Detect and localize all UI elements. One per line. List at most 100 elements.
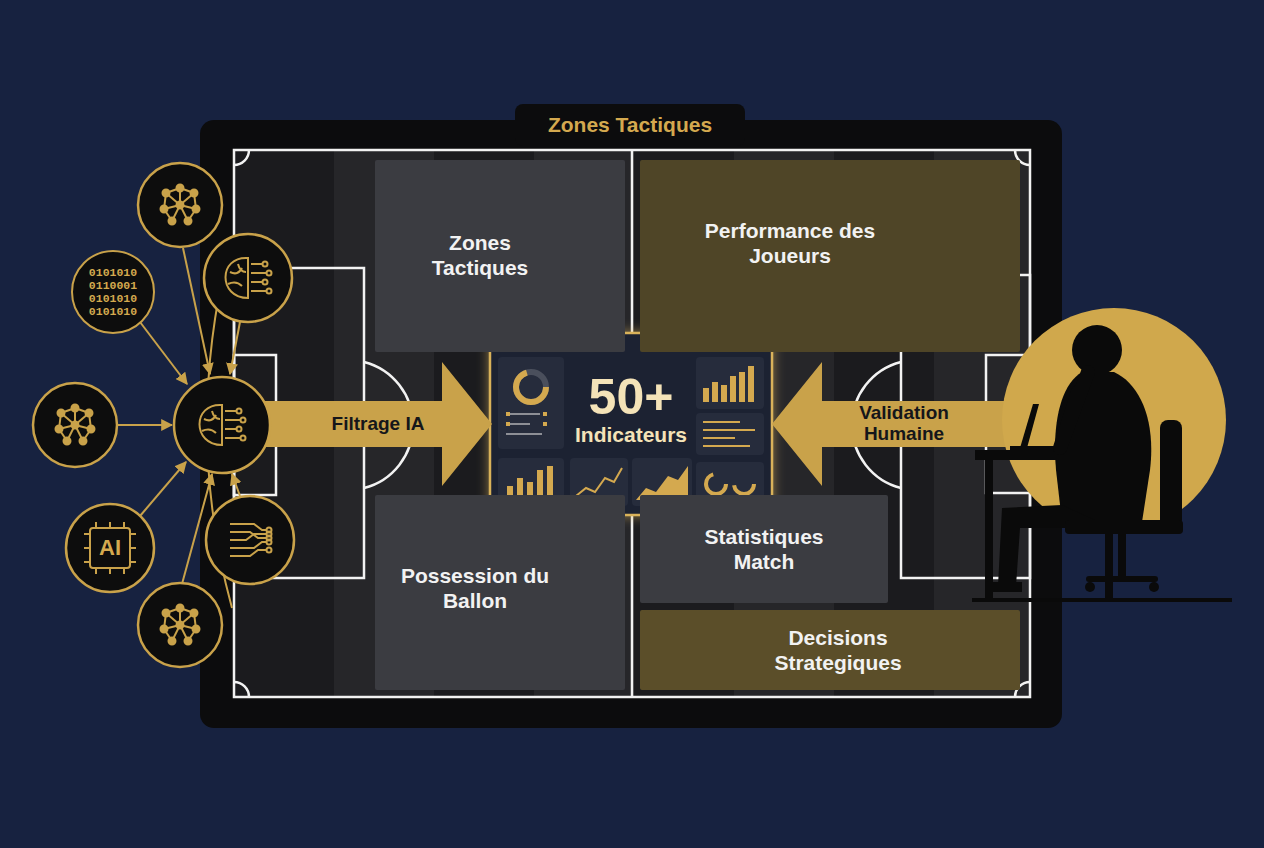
chip-pin bbox=[84, 547, 90, 549]
layout-shape bbox=[234, 150, 249, 165]
chip-pin bbox=[84, 533, 90, 535]
circuit-pad bbox=[241, 418, 246, 423]
ai-icons bbox=[56, 185, 272, 645]
layout-shape bbox=[140, 322, 187, 384]
network-dot bbox=[191, 190, 198, 197]
layout-shape bbox=[985, 460, 993, 600]
layout-shape bbox=[234, 682, 249, 697]
network-dot bbox=[163, 190, 170, 197]
layout-shape bbox=[696, 357, 764, 409]
network-dot bbox=[193, 626, 200, 633]
pitch-stripes bbox=[234, 150, 1030, 697]
node-label: 0101010 0110001 0101010 0101010 bbox=[82, 266, 144, 319]
circuit-pad bbox=[263, 262, 268, 267]
layout-shape bbox=[506, 412, 547, 426]
circuit-trace bbox=[225, 428, 236, 430]
zone-box: Decisions Strategiques bbox=[640, 610, 1020, 690]
layout-shape bbox=[33, 383, 117, 467]
circuit-trace bbox=[230, 534, 266, 540]
chip-pin bbox=[109, 522, 111, 528]
layout-shape bbox=[721, 385, 727, 402]
layout-shape bbox=[174, 377, 270, 473]
layout-shape bbox=[748, 366, 754, 402]
zone-box: Statistiques Match bbox=[640, 495, 888, 603]
layout-shape bbox=[506, 414, 542, 434]
title-tab bbox=[515, 104, 745, 146]
zone-box: Performance des Joueurs bbox=[640, 160, 1020, 352]
chip-pin bbox=[95, 568, 97, 574]
zone-box: Zones Tactiques bbox=[375, 160, 625, 352]
layout-shape bbox=[1065, 520, 1183, 534]
layout-shape bbox=[703, 437, 735, 439]
layout-shape bbox=[232, 474, 240, 496]
layout-shape bbox=[1149, 582, 1159, 592]
network-dot bbox=[163, 610, 170, 617]
layout-shape bbox=[1055, 372, 1151, 522]
circuit-pad bbox=[237, 427, 242, 432]
network-dot bbox=[72, 422, 79, 429]
network-dot bbox=[169, 218, 176, 225]
circuit-trace bbox=[230, 542, 266, 548]
layout-shape bbox=[230, 322, 240, 374]
layout-shape bbox=[138, 583, 222, 667]
circuit-pad bbox=[241, 436, 246, 441]
layout-shape bbox=[1085, 582, 1095, 592]
validation-arrow bbox=[772, 362, 1012, 486]
layout-shape bbox=[706, 474, 726, 494]
layout-shape bbox=[506, 413, 540, 415]
node-label: Performance des Joueurs bbox=[690, 218, 890, 268]
network-dot bbox=[191, 610, 198, 617]
chip-pin bbox=[109, 568, 111, 574]
layout-shape bbox=[734, 474, 754, 494]
network-dot bbox=[64, 438, 71, 445]
circuit-pad bbox=[267, 271, 272, 276]
chip-pin bbox=[95, 522, 97, 528]
network-dot bbox=[177, 202, 184, 209]
circuit-trace bbox=[225, 437, 240, 439]
layout-shape bbox=[1160, 420, 1182, 528]
chip-pin bbox=[123, 568, 125, 574]
network-dot bbox=[177, 605, 184, 612]
layout-shape bbox=[543, 422, 547, 426]
layout-shape bbox=[1118, 534, 1126, 578]
layout-shape bbox=[1072, 325, 1122, 375]
filter-arrow bbox=[262, 362, 492, 486]
layout-shape bbox=[703, 421, 740, 423]
layout-shape bbox=[506, 422, 510, 426]
circuit-trace bbox=[225, 419, 240, 421]
pitch-lines bbox=[234, 150, 1030, 697]
network-dot bbox=[177, 185, 184, 192]
network-dot bbox=[177, 622, 184, 629]
chip-pin bbox=[130, 561, 136, 563]
layout-shape bbox=[498, 357, 564, 449]
ai-circles bbox=[33, 163, 294, 667]
layout-shape bbox=[204, 234, 292, 322]
circuit-pad bbox=[267, 289, 272, 294]
metric-value: 50+ bbox=[589, 372, 674, 422]
chip-pin bbox=[123, 522, 125, 528]
board-panel bbox=[200, 120, 1062, 728]
layout-shape bbox=[516, 372, 546, 402]
circuit-trace bbox=[251, 263, 262, 265]
layout-shape bbox=[90, 528, 130, 568]
circuit-pad bbox=[267, 532, 272, 537]
circuit-pad bbox=[237, 409, 242, 414]
circuit-pad bbox=[263, 280, 268, 285]
brain-icon bbox=[200, 405, 223, 445]
layout-shape bbox=[712, 382, 718, 402]
layout-shape bbox=[703, 429, 755, 431]
circuit-trace bbox=[251, 272, 266, 274]
ai-circle bbox=[66, 504, 154, 592]
network-dot bbox=[161, 626, 168, 633]
layout-shape bbox=[703, 366, 754, 402]
layout-shape bbox=[140, 462, 186, 516]
chip-pin bbox=[130, 547, 136, 549]
circuit-pad bbox=[267, 540, 272, 545]
layout-shape bbox=[696, 413, 764, 455]
layout-shape bbox=[138, 163, 222, 247]
layout-shape bbox=[206, 496, 294, 584]
layout-shape bbox=[1060, 372, 1088, 448]
network-dot bbox=[72, 405, 79, 412]
circuit-trace bbox=[225, 410, 236, 412]
